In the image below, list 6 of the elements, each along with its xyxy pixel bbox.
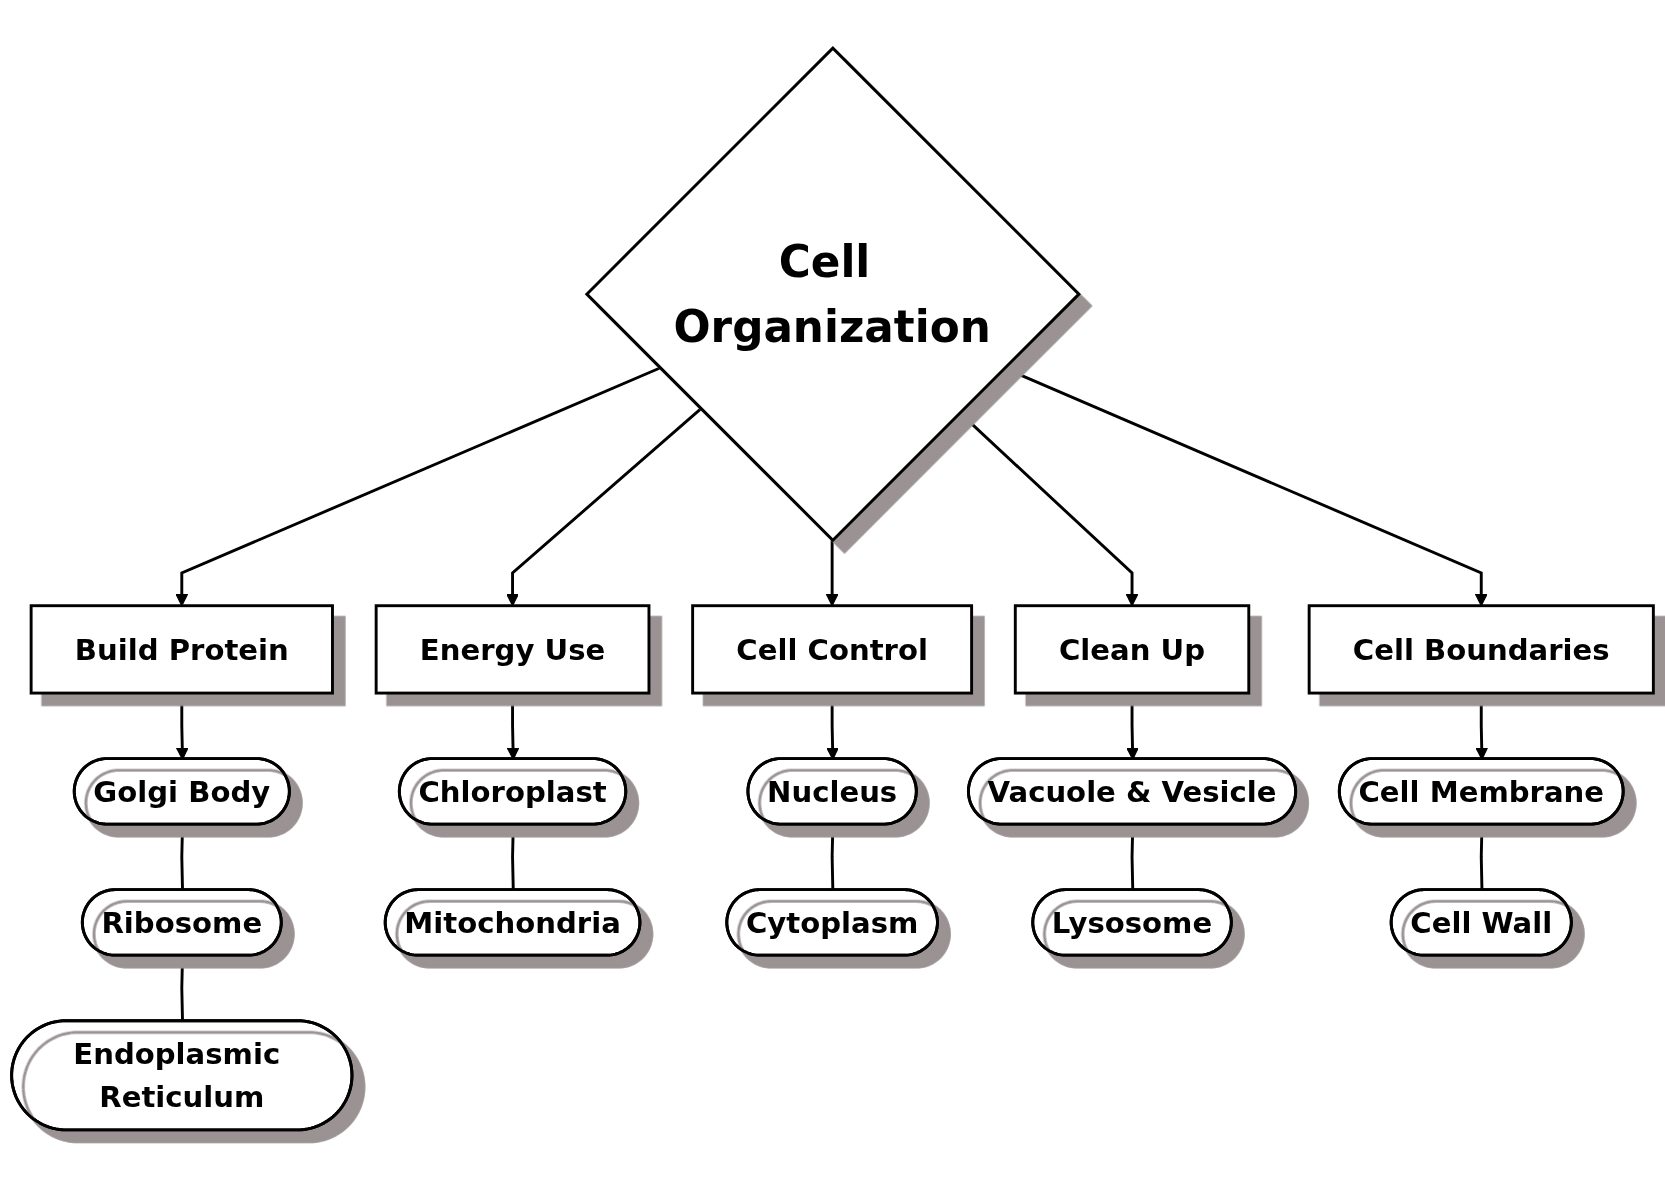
node-box: Cell Boundaries	[1307, 604, 1655, 695]
node-box: Clean Up	[1013, 604, 1251, 695]
node-diamond: Cell Organization	[584, 46, 1081, 543]
node-box: Build Protein	[29, 604, 334, 695]
node-box: Energy Use	[374, 604, 651, 695]
node-box: Cell Control	[691, 604, 974, 695]
